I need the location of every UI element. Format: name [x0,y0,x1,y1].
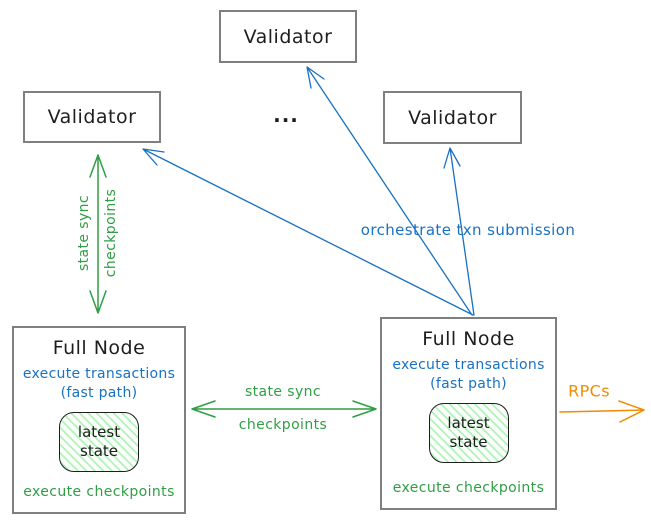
full-node-left-footer: execute checkpoints [23,484,175,500]
full-node-right-title: Full Node [422,328,515,350]
validators-ellipsis: ... [273,103,299,127]
state-sync-horizontal-label-line1: state sync [244,384,322,400]
validator-top-label: Validator [243,25,333,48]
latest-state-left-line1: latest [77,423,121,442]
state-sync-vertical-label-line2: checkpoints [103,188,119,278]
rpcs-arrow [559,400,645,423]
rpcs-label: RPCs [568,381,610,401]
validator-box-left: Validator [23,91,161,143]
full-node-box-right: Full Node execute transactions (fast pat… [380,317,557,510]
latest-state-box-right: latest state [428,402,509,463]
validator-right-label: Validator [408,106,497,129]
latest-state-left-line2: state [80,441,118,460]
latest-state-box-left: latest state [59,411,139,472]
state-sync-horizontal-label-line2: checkpoints [238,417,328,433]
latest-state-right-line1: latest [447,414,490,433]
full-node-left-title: Full Node [52,337,146,359]
full-node-right-exec-line2: (fast path) [430,376,507,393]
full-node-left-exec-line2: (fast path) [60,385,138,402]
orchestrate-label: orchestrate txn submission [360,221,576,239]
validator-box-top: Validator [219,10,357,63]
full-node-left-exec-line1: execute transactions [22,366,176,382]
latest-state-right-line2: state [449,432,488,451]
validator-box-right: Validator [383,91,522,144]
full-node-right-footer: execute checkpoints [392,480,545,496]
state-sync-vertical-label-line1: state sync [76,194,92,272]
validator-left-label: Validator [47,106,137,128]
full-node-box-left: Full Node execute transactions (fast pat… [12,326,186,514]
full-node-right-exec-line1: execute transactions [392,357,545,373]
state-sync-horizontal-arrow [191,400,377,418]
